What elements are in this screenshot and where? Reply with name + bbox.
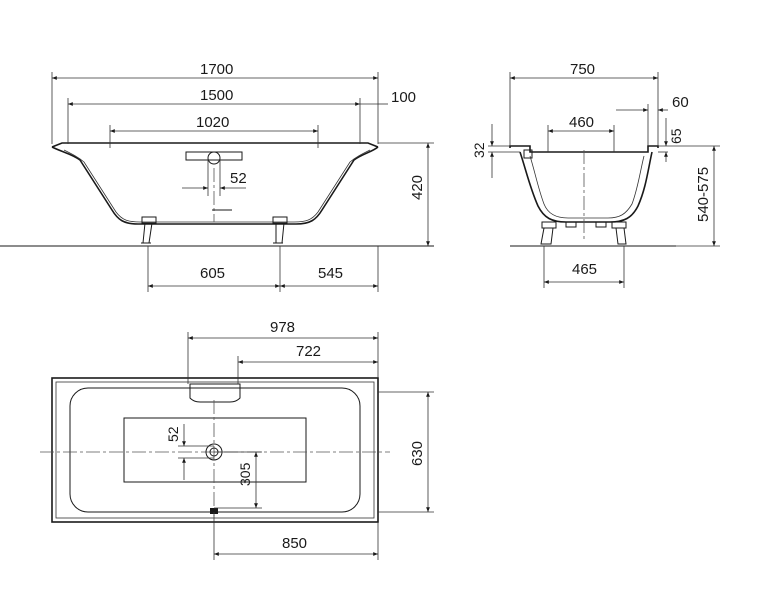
front-tub-body xyxy=(51,146,379,225)
front-rim xyxy=(51,142,379,148)
front-drain-offset-label: 52 xyxy=(230,170,247,187)
side-overflow xyxy=(523,149,533,159)
side-tub-body xyxy=(519,151,653,223)
dim-label-722: 722 xyxy=(296,343,321,360)
dim-label-32: 32 xyxy=(471,142,487,158)
plan-outer-rim-inner xyxy=(55,381,375,519)
front-tub-inner xyxy=(63,149,371,223)
front-leg-right xyxy=(272,216,288,244)
dim-label-60: 60 xyxy=(672,94,689,111)
front-leg-left xyxy=(141,216,157,244)
plan-outer-rim xyxy=(51,377,379,523)
dim-label-750: 750 xyxy=(570,61,595,78)
dim-label-605: 605 xyxy=(200,265,225,282)
dim-label-545: 545 xyxy=(318,265,343,282)
plan-view: 978 722 52 305 630 850 xyxy=(40,319,434,560)
dim-label-1020: 1020 xyxy=(196,114,229,131)
dim-label-1700: 1700 xyxy=(200,61,233,78)
dim-label-100: 100 xyxy=(391,89,416,106)
dim-label-65: 65 xyxy=(668,128,684,144)
front-view: 52 1700 1500 100 10 xyxy=(0,61,434,292)
dim-label-1500: 1500 xyxy=(200,87,233,104)
dim-label-52-plan: 52 xyxy=(165,426,181,442)
side-rim xyxy=(509,145,659,153)
dim-label-630: 630 xyxy=(409,441,426,466)
dim-label-305: 305 xyxy=(237,462,253,486)
side-view: 750 60 460 65 32 540-575 465 xyxy=(471,61,720,288)
plan-basin xyxy=(69,387,361,513)
plan-bottom xyxy=(123,417,307,483)
side-tub-inner xyxy=(529,155,645,219)
front-overflow-circle xyxy=(207,151,221,165)
dim-label-850: 850 xyxy=(282,535,307,552)
dim-label-465: 465 xyxy=(572,261,597,278)
dim-label-540-575: 540-575 xyxy=(695,167,712,222)
dim-label-460: 460 xyxy=(569,114,594,131)
plan-overflow xyxy=(189,383,241,403)
dim-label-420: 420 xyxy=(409,175,426,200)
plan-drain-mark xyxy=(210,508,218,514)
dim-label-978: 978 xyxy=(270,319,295,336)
side-legs xyxy=(540,221,627,245)
front-overflow-fitting xyxy=(185,151,243,161)
